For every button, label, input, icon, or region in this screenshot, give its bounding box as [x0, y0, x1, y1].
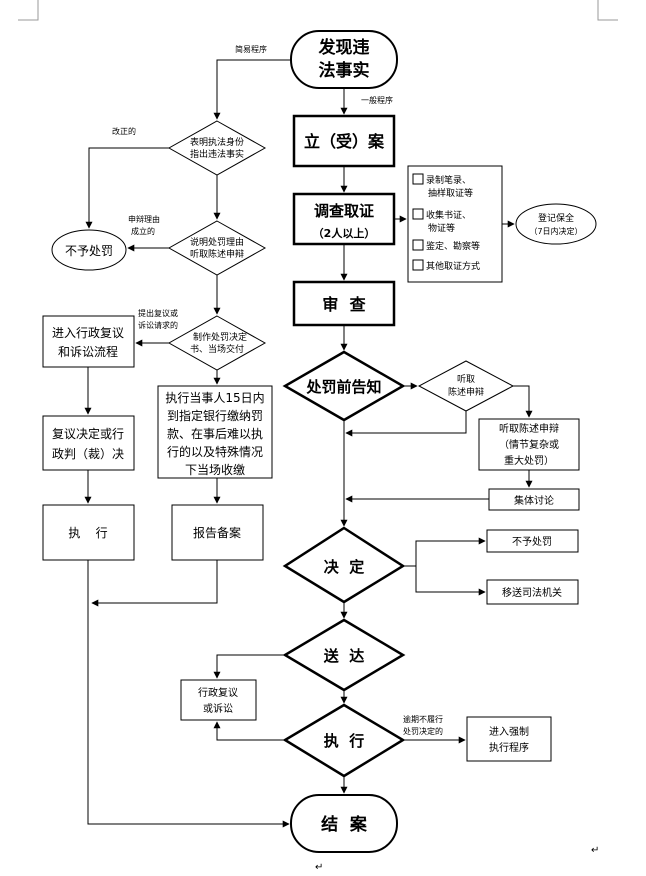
close-case-node — [290, 794, 398, 853]
evidence-1-line-2: 抽样取证等 — [428, 187, 473, 199]
hear-plea-box-text-1: 听取陈述申辩 — [499, 422, 559, 435]
hear-plea-box-text-3: 重大处罚） — [504, 454, 554, 467]
para-mark-1: ↵ — [315, 862, 323, 873]
register-preserve-node — [515, 203, 597, 245]
show-id-diamond — [167, 120, 267, 176]
explain-text-2: 听取陈述申辩 — [190, 248, 244, 260]
hear-plea-box-text-2: （情节复杂或 — [499, 438, 559, 451]
para-mark-2: ↵ — [591, 845, 599, 856]
investigate-text-2: （2人以上） — [313, 226, 376, 240]
admin-review-flow-text-2: 和诉讼流程 — [58, 344, 118, 359]
pay-fine-text-1: 执行当事人15日内 — [165, 391, 264, 405]
report-file-text: 报告备案 — [193, 525, 241, 540]
arrow-report-to-trunk — [91, 560, 218, 607]
arrow-decide-to-nopenalty — [403, 537, 486, 567]
overdue-label-1: 逾期不履行 — [403, 714, 443, 724]
no-penalty-right-box — [486, 529, 579, 553]
execute-left-text: 执 行 — [68, 526, 107, 540]
no-penalty-right-text: 不予处罚 — [512, 536, 552, 548]
evidence-4-line-1: 其他取证方式 — [426, 260, 480, 272]
evidence-checkbox-1: 录制笔录、 抽样取证等 — [412, 173, 473, 199]
arrow-discover-to-showid — [213, 59, 291, 120]
prenotice-text: 处罚前告知 — [305, 378, 381, 396]
make-decision-diamond — [167, 315, 267, 371]
investigate-box — [292, 192, 396, 246]
admin-review-flow-text-1: 进入行政复议 — [52, 326, 124, 340]
make-decision-text-2: 书、当场交付 — [190, 343, 244, 355]
plea-valid-label-1: 申辩理由 — [128, 214, 160, 224]
deliver-text: 送 达 — [323, 647, 364, 665]
enforce-box — [466, 716, 552, 762]
evidence-checkbox-3: 鉴定、勘察等 — [412, 239, 480, 252]
page-corner-marks — [18, 0, 618, 21]
arrow-deliver-to-adminreview — [213, 654, 285, 679]
admin-review-text-1: 行政复议 — [198, 686, 238, 699]
plea-valid-label-2: 成立的 — [131, 226, 155, 236]
arrow-decide-to-transfer — [415, 566, 486, 596]
pay-fine-text-2: 到指定银行缴纳罚 — [167, 408, 263, 423]
review-result-text-1: 复议决定或行 — [52, 426, 124, 441]
evidence-3-line-1: 鉴定、勘察等 — [426, 240, 480, 252]
arrow-hearplea-to-box — [513, 385, 533, 418]
decide-text: 决 定 — [324, 558, 364, 576]
raise-request-label-1: 提出复议或 — [138, 308, 178, 318]
hear-plea-diamond-text-1: 听取 — [457, 374, 475, 385]
file-case-text: 立（受）案 — [304, 132, 385, 151]
evidence-checkbox-2: 收集书证、 物证等 — [412, 208, 471, 234]
admin-review-box — [180, 679, 257, 721]
overdue-label-2: 处罚决定的 — [403, 726, 443, 736]
investigate-text-1: 调查取证 — [314, 202, 374, 220]
file-case-box — [292, 114, 396, 168]
transfer-judicial-box — [486, 579, 579, 605]
pay-fine-text-4: 行的以及特殊情况 — [167, 444, 263, 459]
evidence-2-line-1: 收集书证、 — [426, 209, 471, 221]
evidence-checkbox-4: 其他取证方式 — [412, 259, 480, 272]
execute-diamond-text: 执 行 — [324, 732, 364, 750]
review-text: 审 查 — [322, 295, 365, 314]
review-result-text-2: 政判（裁）决 — [52, 447, 124, 461]
enforce-text-2: 执行程序 — [489, 741, 529, 754]
show-id-text-1: 表明执法身份 — [190, 136, 244, 148]
evidence-1-line-1: 录制笔录、 — [426, 174, 471, 186]
pay-fine-text-3: 款、在事后难以执 — [167, 427, 263, 441]
explain-text-1: 说明处罚理由 — [190, 236, 244, 248]
no-penalty-left-node — [51, 229, 127, 271]
review-result-box — [42, 415, 135, 471]
register-preserve-text-1: 登记保全 — [538, 212, 574, 224]
make-decision-text-1: 制作处罚决定 — [193, 331, 247, 343]
line-hearplea-down — [345, 411, 467, 437]
enforce-text-1: 进入强制 — [489, 725, 529, 738]
admin-review-flow-box — [42, 315, 135, 368]
report-file-box — [171, 504, 264, 561]
collective-text: 集体讨论 — [514, 494, 554, 507]
discover-text-1: 发现违 — [318, 37, 370, 58]
corrected-label: 改正的 — [112, 126, 136, 136]
raise-request-label-2: 诉讼请求的 — [138, 320, 178, 330]
general-proc-label: 一般程序 — [361, 95, 393, 105]
pay-fine-text-5: 下当场收缴 — [185, 462, 245, 477]
evidence-2-line-2: 物证等 — [428, 222, 455, 234]
review-box — [292, 280, 396, 327]
arrow-left-to-close — [87, 560, 290, 828]
pay-fine-box — [157, 385, 273, 479]
arrow-execute-to-adminreview — [213, 721, 285, 741]
simple-proc-label: 简易程序 — [235, 44, 267, 54]
execute-left-box — [42, 504, 135, 561]
connectors — [84, 59, 533, 828]
register-preserve-text-2: （7日内决定） — [529, 226, 582, 236]
arrow-showid-to-nopenalty — [85, 147, 169, 229]
discover-text-2: 法事实 — [319, 60, 370, 81]
evidence-options-box — [407, 165, 503, 283]
show-id-text-2: 指出违法事实 — [190, 148, 244, 160]
explain-diamond — [167, 220, 267, 276]
close-case-text: 结 案 — [321, 814, 368, 835]
admin-review-text-2: 或诉讼 — [203, 702, 233, 715]
hear-plea-diamond-text-2: 陈述申辩 — [448, 386, 484, 398]
no-penalty-left-text: 不予处罚 — [65, 244, 113, 258]
hear-plea-diamond — [417, 360, 515, 412]
hear-plea-box — [478, 418, 580, 471]
transfer-judicial-text: 移送司法机关 — [502, 586, 562, 599]
